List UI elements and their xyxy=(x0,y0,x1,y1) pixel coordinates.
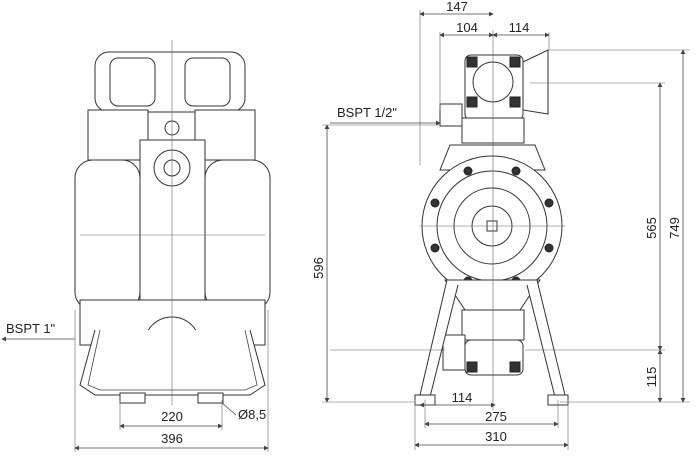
label-310: 310 xyxy=(485,429,507,444)
label-147: 147 xyxy=(446,0,468,14)
label-396: 396 xyxy=(161,431,183,446)
label-bspt-1-inch: BSPT 1" xyxy=(6,321,56,336)
label-220: 220 xyxy=(161,409,183,424)
label-bspt-half-inch: BSPT 1/2" xyxy=(337,105,397,120)
front-view-pump xyxy=(74,40,271,405)
label-749: 749 xyxy=(667,217,682,239)
label-104: 104 xyxy=(456,20,478,35)
label-hole-diameter: Ø8,5 xyxy=(238,407,266,422)
label-275: 275 xyxy=(485,409,507,424)
label-565: 565 xyxy=(644,217,659,239)
side-view-pump xyxy=(414,30,569,410)
label-114-base: 114 xyxy=(452,390,473,405)
label-114-top: 114 xyxy=(509,20,530,35)
label-115: 115 xyxy=(644,367,659,388)
label-596: 596 xyxy=(311,257,326,279)
dimension-lines xyxy=(1,10,690,452)
